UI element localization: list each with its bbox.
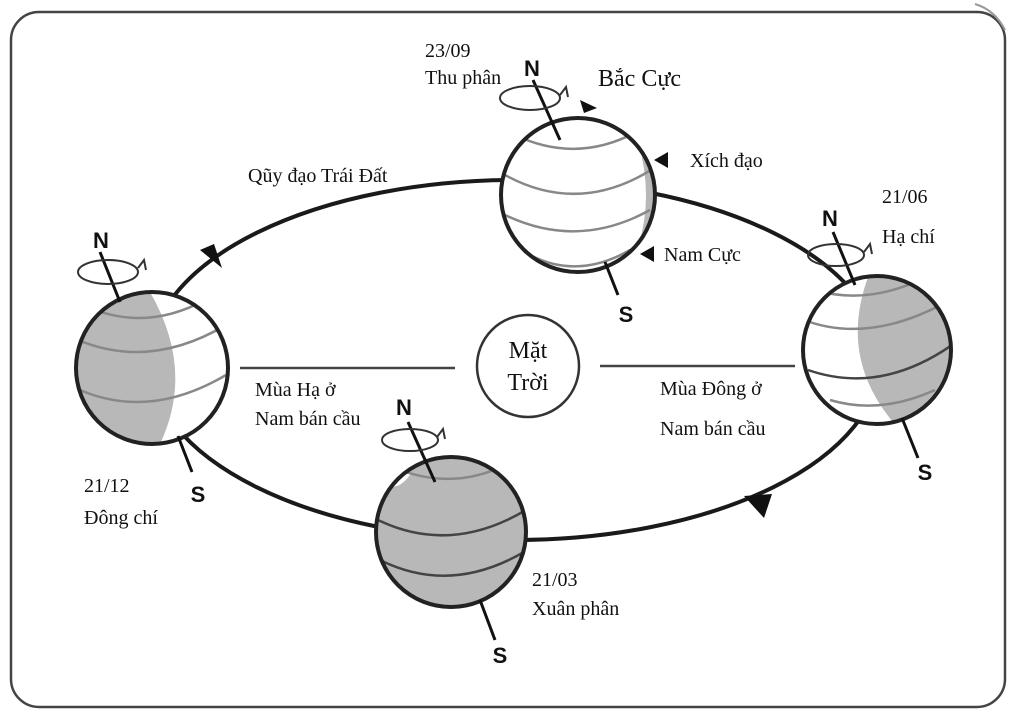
- orbit-arrow-left: [200, 244, 222, 268]
- pointer-south-pole: [640, 246, 654, 262]
- date-top: 23/09: [425, 40, 471, 62]
- date-bottom: 21/03: [532, 569, 578, 591]
- label-left-season-1: Mùa Hạ ở: [255, 379, 336, 401]
- date-right: 21/06: [882, 186, 928, 208]
- pointer-north-pole: [580, 100, 597, 113]
- svg-text:N: N: [396, 395, 412, 420]
- name-bottom: Xuân phân: [532, 598, 619, 620]
- globe-spring-equinox: N S: [374, 395, 528, 668]
- globe-autumn-equinox: N S: [499, 56, 657, 327]
- pointer-equator: [654, 152, 668, 168]
- svg-text:S: S: [191, 482, 206, 507]
- name-left: Đông chí: [84, 507, 158, 529]
- svg-text:S: S: [619, 302, 634, 327]
- label-north-pole: Bắc Cực: [598, 66, 681, 92]
- svg-text:S: S: [918, 460, 933, 485]
- date-left: 21/12: [84, 475, 130, 497]
- name-top: Thu phân: [425, 67, 501, 89]
- orbit-arrow-right: [744, 494, 772, 518]
- sun-label-line1: Mặt: [509, 338, 548, 364]
- name-right: Hạ chí: [882, 226, 935, 248]
- diagram-frame: [9, 10, 1007, 709]
- label-equator: Xích đạo: [690, 150, 763, 172]
- label-south-pole: Nam Cực: [664, 244, 741, 266]
- svg-text:N: N: [93, 228, 109, 253]
- svg-text:S: S: [493, 643, 508, 668]
- sun: [475, 313, 581, 419]
- svg-text:N: N: [524, 56, 540, 81]
- svg-text:N: N: [822, 206, 838, 231]
- page-curl: [974, 3, 1006, 31]
- sun-label-line2: Trời: [507, 370, 549, 396]
- label-right-season-1: Mùa Đông ở: [660, 378, 762, 400]
- globe-winter-solstice: N S: [74, 228, 230, 507]
- label-left-season-2: Nam bán cầu: [255, 408, 361, 430]
- label-orbit: Qũy đạo Trái Đất: [248, 165, 388, 187]
- label-right-season-2: Nam bán cầu: [660, 418, 766, 440]
- globe-summer-solstice: N S: [801, 206, 953, 485]
